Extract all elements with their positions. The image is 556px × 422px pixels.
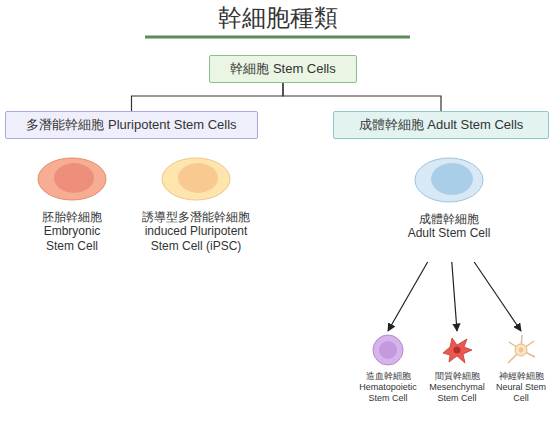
node-label: 成體幹細胞 Adult Stem Cells — [359, 116, 524, 134]
connector — [452, 262, 457, 331]
cell-illustration — [413, 156, 485, 204]
cell-node: 誘導型多潛能幹細胞induced Pluripotent Stem Cell (… — [128, 154, 264, 258]
node-label: 神經幹細胞 — [499, 371, 544, 382]
node-sublabel: induced Pluripotent Stem Cell (iPSC) — [137, 224, 255, 253]
node-sublabel: Embryonic Stem Cell — [36, 224, 108, 253]
node-sublabel: Mesenchymal Stem Cell — [427, 382, 487, 404]
cell-illustration — [36, 156, 108, 202]
connector — [283, 83, 441, 111]
cell-node: 造血幹細胞Hematopoietic Stem Cell — [350, 327, 426, 417]
node-label: 胚胎幹細胞 — [42, 210, 102, 224]
node-label: 間質幹細胞 — [435, 371, 480, 382]
cell-illustration — [504, 333, 538, 367]
node-sublabel: Hematopoietic Stem Cell — [351, 382, 425, 404]
node-label: 造血幹細胞 — [366, 371, 411, 382]
cell-illustration — [440, 333, 474, 367]
connector — [132, 83, 284, 111]
connector — [474, 262, 521, 331]
category-box: 成體幹細胞 Adult Stem Cells — [333, 111, 549, 139]
node-sublabel: Neural Stem Cell — [493, 382, 549, 404]
category-box: 幹細胞 Stem Cells — [209, 55, 357, 83]
connector — [388, 262, 428, 331]
cell-illustration — [371, 333, 405, 367]
node-label: 多潛能幹細胞 Pluripotent Stem Cells — [26, 116, 236, 134]
cell-node: 間質幹細胞Mesenchymal Stem Cell — [427, 327, 487, 417]
node-label: 幹細胞 Stem Cells — [230, 60, 335, 78]
category-box: 多潛能幹細胞 Pluripotent Stem Cells — [5, 111, 258, 139]
diagram-title: 幹細胞種類 — [0, 3, 556, 33]
node-label: 誘導型多潛能幹細胞 — [142, 210, 250, 224]
cell-node: 神經幹細胞Neural Stem Cell — [491, 327, 551, 417]
cell-node: 胚胎幹細胞Embryonic Stem Cell — [17, 154, 127, 258]
node-sublabel: Adult Stem Cell — [408, 226, 491, 240]
cell-node: 成體幹細胞Adult Stem Cell — [394, 154, 504, 262]
node-label: 成體幹細胞 — [419, 212, 479, 226]
cell-illustration — [160, 156, 232, 202]
